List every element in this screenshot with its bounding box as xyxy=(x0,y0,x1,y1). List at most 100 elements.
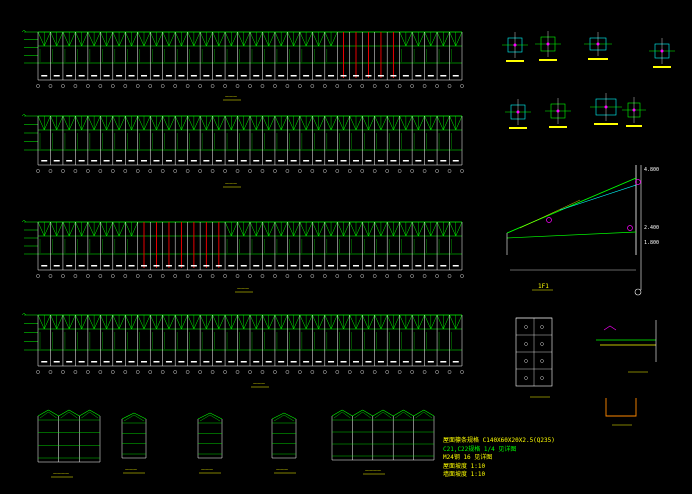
truss-web xyxy=(299,221,307,237)
dim-tick xyxy=(203,160,210,162)
axis-bubble xyxy=(148,169,153,173)
detail-label-bar xyxy=(653,66,671,68)
truss-web xyxy=(162,115,170,131)
dim-tick xyxy=(365,265,372,267)
truss-web xyxy=(374,115,382,131)
rafter xyxy=(413,409,424,417)
axis-bubble xyxy=(86,169,90,173)
dim-tick xyxy=(116,361,123,363)
truss-web xyxy=(368,314,375,330)
axis-bubble xyxy=(123,274,128,278)
anchor-bolt xyxy=(524,376,528,380)
truss-web xyxy=(405,115,413,131)
small-elevation-caption: 一一一 xyxy=(201,467,213,472)
elevation-caption: 一一一 xyxy=(225,94,237,99)
rafter xyxy=(331,409,343,417)
truss-web xyxy=(137,314,145,330)
dim-tick xyxy=(153,75,160,77)
axis-bubble xyxy=(285,370,290,374)
truss-web xyxy=(224,115,232,131)
truss-web xyxy=(386,221,394,237)
axis-bubble xyxy=(160,84,165,88)
note-purlin: 屋面檩条规格 C140X60X20X2.5(Q235) xyxy=(443,437,555,444)
truss-web xyxy=(44,314,51,330)
axis-bubble xyxy=(323,274,327,278)
axis-bubble xyxy=(36,169,40,173)
truss-web xyxy=(89,411,99,419)
axis-bubble xyxy=(198,84,202,88)
dim-tick xyxy=(315,265,322,267)
truss-web xyxy=(312,115,319,131)
dim-tick xyxy=(41,160,48,162)
anchor-bolt xyxy=(540,359,544,363)
dim-tick xyxy=(66,361,73,363)
dim-tick xyxy=(427,361,434,363)
rafter xyxy=(209,412,223,420)
dim-tick xyxy=(440,361,447,363)
detail-label-bar xyxy=(506,60,524,62)
truss-web xyxy=(455,314,463,330)
truss-web xyxy=(231,314,238,330)
truss-web xyxy=(62,31,70,47)
truss-web xyxy=(362,115,369,131)
truss-web xyxy=(293,31,301,47)
truss-web xyxy=(206,115,213,131)
axis-bubble xyxy=(447,274,452,278)
dim-tick xyxy=(165,160,172,162)
canopy-soffit xyxy=(506,231,637,239)
truss-web xyxy=(430,31,438,47)
truss-web xyxy=(81,115,89,131)
truss-web xyxy=(256,115,263,131)
dim-tick xyxy=(303,361,310,363)
general-notes: 屋面檩条规格 C140X60X20X2.5(Q235) C21,C22规格 1/… xyxy=(443,437,555,480)
truss-web xyxy=(181,31,188,47)
truss-web xyxy=(355,115,363,131)
dim-tick xyxy=(240,160,247,162)
dim-tick xyxy=(66,265,73,267)
dim-tick xyxy=(452,265,459,267)
dim-tick xyxy=(253,160,260,162)
truss-web xyxy=(293,115,301,131)
axis-bubble xyxy=(135,84,140,88)
truss-web xyxy=(287,31,294,47)
truss-web xyxy=(224,314,232,330)
axis-bubble xyxy=(48,84,53,88)
truss-web xyxy=(125,115,132,131)
dim-tick xyxy=(253,265,260,267)
truss-web xyxy=(68,221,76,237)
truss-web xyxy=(380,115,388,131)
rafter xyxy=(121,412,135,420)
axis-bubble xyxy=(372,274,377,278)
dim-tick xyxy=(427,75,434,77)
truss-web xyxy=(393,221,400,237)
dim-tick xyxy=(240,361,247,363)
truss-web xyxy=(355,314,363,330)
dim-tick xyxy=(340,361,347,363)
dim-tick xyxy=(390,361,397,363)
axis-bubble xyxy=(223,169,227,173)
truss-web xyxy=(75,31,82,47)
truss-web xyxy=(206,31,213,47)
truss-web xyxy=(48,411,57,419)
axis-bubble xyxy=(73,370,78,374)
elevation-4: 一一一 xyxy=(21,312,464,388)
dim-tick xyxy=(240,265,247,267)
truss-web xyxy=(206,314,213,330)
truss-web xyxy=(449,31,456,47)
truss-web xyxy=(39,411,49,419)
bolt xyxy=(632,108,636,112)
rafter xyxy=(283,412,297,420)
axis-bubble xyxy=(360,169,365,173)
dim-tick xyxy=(290,361,297,363)
rafter xyxy=(48,409,59,417)
dim-tick xyxy=(203,75,210,77)
truss-web xyxy=(168,314,176,330)
axis-bubble xyxy=(61,84,65,88)
note-roof-slope: 屋面坡度 1:10 xyxy=(443,462,486,470)
small-elevation-caption: 一一一 xyxy=(276,467,288,472)
axis-bubble xyxy=(185,370,190,374)
level-tag xyxy=(21,29,27,33)
dim-tick xyxy=(91,361,98,363)
truss-web xyxy=(156,31,163,47)
dim-tick xyxy=(141,265,147,267)
